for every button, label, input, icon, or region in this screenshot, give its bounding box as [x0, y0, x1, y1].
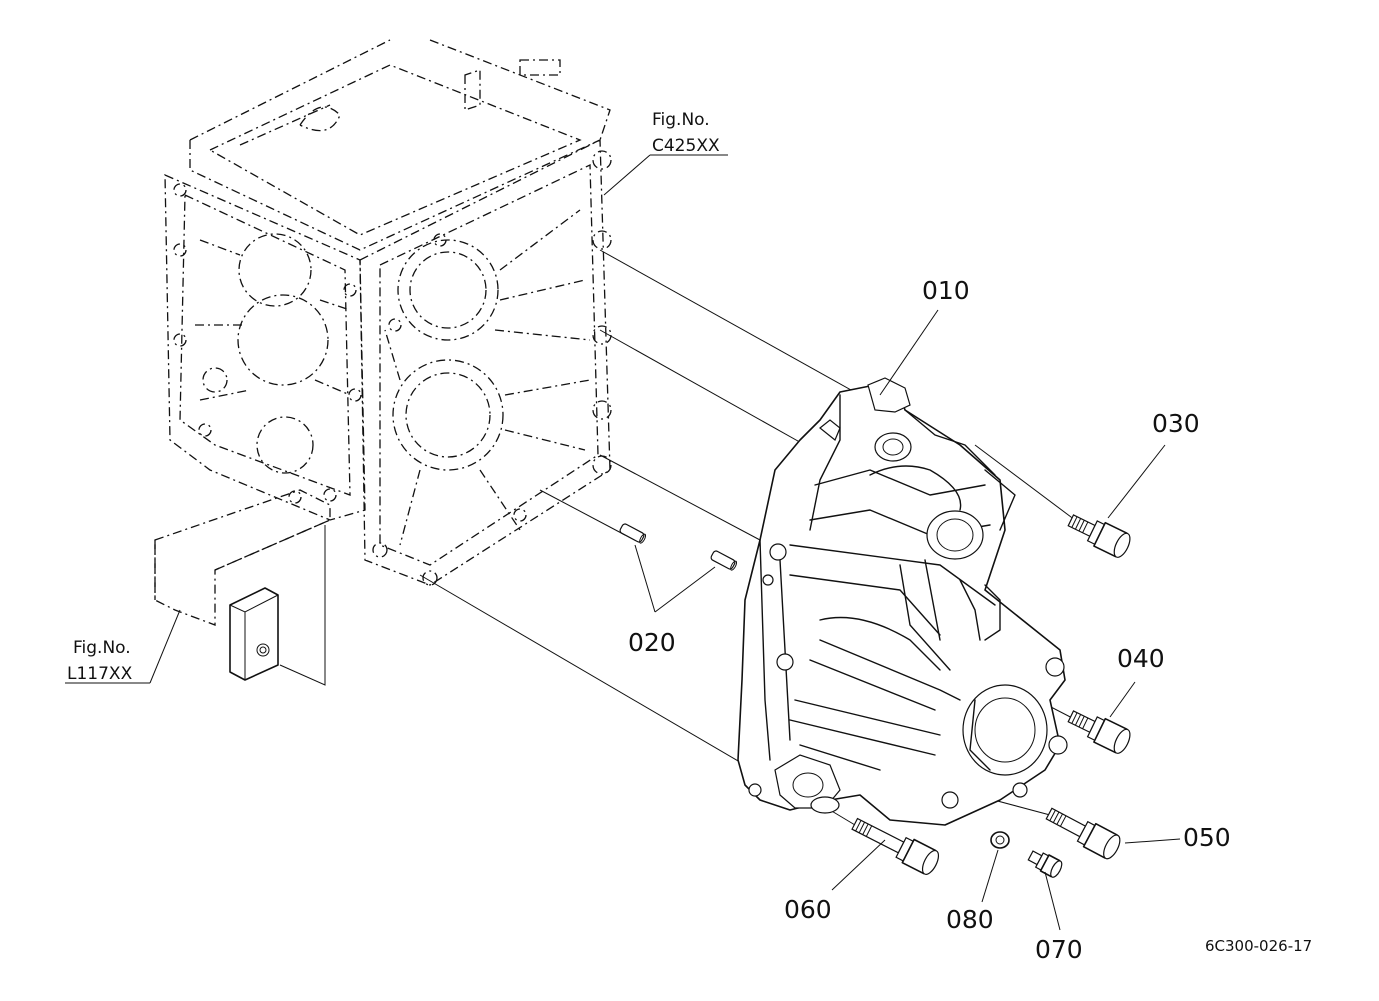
fig-ref-c425-line1: Fig.No. [652, 110, 710, 130]
phantom-transmission-case [154, 39, 612, 626]
leader-lines [65, 154, 1181, 931]
part-label-080: 080 [946, 905, 994, 934]
diagram-code: 6C300-026-17 [1205, 937, 1312, 955]
rear-bracket [229, 525, 326, 686]
fig-ref-c425-line2: C425XX [652, 136, 720, 156]
part-number-labels: 010 020 030 040 050 060 070 080 [628, 276, 1231, 964]
part-label-030: 030 [1152, 409, 1200, 438]
part-label-050: 050 [1183, 823, 1231, 852]
washer-080 [990, 831, 1010, 849]
bolt-040 [1067, 710, 1131, 754]
reference-labels: Fig.No. C425XX Fig.No. L117XX [67, 110, 720, 684]
part-label-020: 020 [628, 628, 676, 657]
part-label-060: 060 [784, 895, 832, 924]
part-label-010: 010 [922, 276, 970, 305]
bolt-030 [1067, 514, 1131, 558]
plug-070 [1027, 850, 1063, 878]
fig-ref-l117-line1: Fig.No. [73, 638, 131, 658]
fig-ref-l117-line2: L117XX [67, 664, 133, 684]
bolt-050 [1045, 807, 1121, 860]
bolt-060 [851, 817, 940, 875]
transmission-cover [737, 377, 1068, 826]
part-label-040: 040 [1117, 644, 1165, 673]
dowel-pins [619, 523, 738, 571]
part-label-070: 070 [1035, 935, 1083, 964]
